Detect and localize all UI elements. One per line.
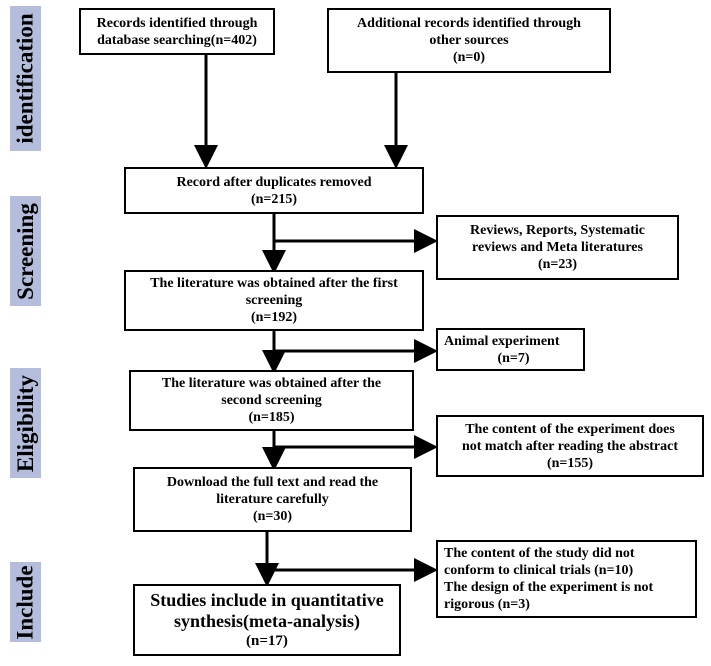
- box-line: (n=17): [246, 632, 288, 649]
- box-line: (n=23): [537, 257, 578, 272]
- box-full-text: Download the full text and read the lite…: [133, 467, 412, 532]
- box-animal-excluded: Animal experiment (n=7): [436, 328, 585, 371]
- stage-label-eligibility: Eligibility: [10, 368, 41, 478]
- box-second-screening: The literature was obtained after the se…: [129, 370, 414, 431]
- box-line: Reviews, Reports, Systematic: [470, 223, 645, 238]
- box-abstract-excluded: The content of the experiment does not m…: [436, 415, 704, 477]
- box-line: Studies include in quantitative: [150, 589, 384, 610]
- box-line: not match after reading the abstract: [461, 438, 679, 454]
- box-line: rigorous (n=3): [444, 597, 530, 612]
- box-clinical-excluded: The content of the study did not conform…: [436, 540, 697, 618]
- box-line: reviews and Meta literatures: [472, 240, 643, 255]
- box-line: Records identified through: [96, 15, 258, 31]
- box-line: The literature was obtained after the: [161, 376, 382, 391]
- box-line: The content of the study did not: [444, 546, 635, 561]
- stage-label-include: Include: [10, 562, 41, 642]
- box-line: Record after duplicates removed: [176, 174, 372, 190]
- box-line: (n=215): [250, 191, 298, 207]
- box-duplicates-removed: Record after duplicates removed (n=215): [124, 167, 424, 214]
- box-line: The literature was obtained after the fi…: [150, 276, 398, 291]
- box-line: The design of the experiment is not: [444, 580, 654, 595]
- box-line: (n=30): [252, 509, 293, 524]
- box-line: conform to clinical trials (n=10): [444, 563, 634, 578]
- box-reviews-excluded: Reviews, Reports, Systematic reviews and…: [436, 215, 679, 280]
- box-line: second screening: [221, 393, 322, 408]
- box-line: (n=155): [546, 455, 594, 471]
- box-line: Download the full text and read the: [166, 475, 379, 490]
- box-line: screening: [245, 293, 303, 308]
- box-line: Animal experiment: [444, 333, 560, 349]
- box-line: synthesis(meta-analysis): [173, 610, 360, 631]
- box-line: (n=0): [452, 50, 486, 65]
- box-line: Additional records identified through: [357, 16, 581, 31]
- box-line: database searching(n=402): [97, 32, 257, 48]
- stage-label-screening: Screening: [10, 196, 41, 306]
- box-line: other sources: [429, 33, 509, 48]
- box-line: (n=7): [497, 350, 530, 366]
- stage-label-identification: identification: [10, 6, 41, 151]
- box-included-studies: Studies include in quantitative synthesi…: [133, 584, 401, 656]
- box-other-sources: Additional records identified through ot…: [327, 8, 611, 73]
- box-line: (n=185): [248, 410, 295, 425]
- box-database-search: Records identified through database sear…: [79, 8, 275, 55]
- box-first-screening: The literature was obtained after the fi…: [124, 270, 424, 331]
- box-line: (n=192): [250, 310, 298, 325]
- box-line: literature carefully: [216, 492, 329, 507]
- box-line: The content of the experiment does: [465, 421, 675, 437]
